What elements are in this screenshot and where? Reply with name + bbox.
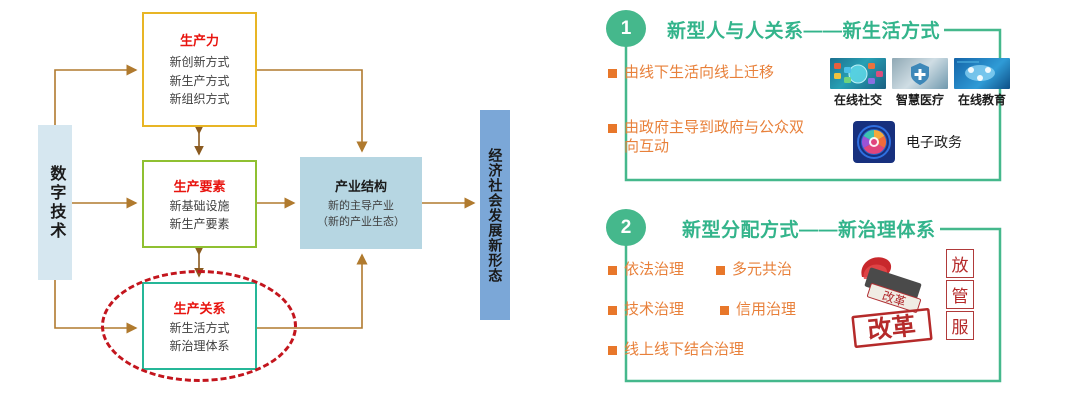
bullet-square-icon <box>608 306 617 315</box>
panel-1-bullet-1: 由线下生活向线上迁移 <box>608 64 823 83</box>
svg-text:改革: 改革 <box>866 311 917 345</box>
reform-chars-group: 放 管 服 <box>946 249 974 340</box>
bullet-square-icon <box>608 124 617 133</box>
bullet-square-icon <box>720 306 729 315</box>
node-production-factor: 生产要素 新基础设施 新生产要素 <box>142 160 257 248</box>
node-production-factor-title: 生产要素 <box>173 178 226 194</box>
panel-1-title: 新型人与人关系——新生活方式 <box>663 16 945 43</box>
panel-2-bullet-r1c1-text: 依法治理 <box>624 261 685 278</box>
e-government-icon <box>853 121 895 163</box>
e-government-item: 电子政务 <box>853 121 962 163</box>
panel-1-thumbnail-group: 在线社交 智慧医疗 <box>830 58 1010 108</box>
bullet-square-icon <box>716 266 725 275</box>
panel-2-bullet-r1c1: 依法治理 <box>608 261 684 280</box>
panel-1-bullet-2: 由政府主导到政府与公众双向互动 <box>608 119 808 157</box>
panel-2-bullet-r1c2-text: 多元共治 <box>732 261 793 278</box>
thumbnail-smart-medical: 智慧医疗 <box>892 58 948 108</box>
reform-stamp-icon: 改革 改革 <box>840 247 952 364</box>
thumbnail-smart-medical-caption: 智慧医疗 <box>895 93 944 107</box>
node-productive-force-line-3: 新组织方式 <box>169 92 230 107</box>
panel-1-bullet-2-text: 由政府主导到政府与公众双向互动 <box>624 119 805 155</box>
thumbnail-online-education-caption: 在线教育 <box>957 93 1006 107</box>
node-productive-force-line-1: 新创新方式 <box>169 55 230 70</box>
thumbnail-online-social-caption: 在线社交 <box>833 93 882 107</box>
node-industry-structure-title: 产业结构 <box>334 178 387 194</box>
reform-char-3: 服 <box>946 311 974 340</box>
panel-2-number-badge: 2 <box>606 209 646 246</box>
node-economic-social-outcome: 经济社会发展新形态 <box>480 110 510 320</box>
panel-2-number: 2 <box>620 216 632 238</box>
highlight-ellipse <box>101 270 297 382</box>
panel-1: 1 新型人与人关系——新生活方式 由线下生活向线上迁移 由政府主导到政府与公众双… <box>548 8 1018 186</box>
node-productive-force-title: 生产力 <box>179 33 219 49</box>
panel-2-title: 新型分配方式——新治理体系 <box>678 215 940 242</box>
e-government-caption: 电子政务 <box>906 134 962 150</box>
node-productive-force: 生产力 新创新方式 新生产方式 新组织方式 <box>142 12 257 127</box>
online-social-thumbnail-icon <box>830 58 886 89</box>
bullet-square-icon <box>608 266 617 275</box>
panel-1-bullet-1-text: 由线下生活向线上迁移 <box>624 64 775 81</box>
panel-2-bullet-r3c1: 线上线下结合治理 <box>608 341 744 360</box>
panel-1-number-badge: 1 <box>606 10 646 47</box>
node-economic-social-outcome-label: 经济社会发展新形态 <box>487 147 504 283</box>
thumbnail-online-social: 在线社交 <box>830 58 886 108</box>
panel-2-bullet-r2c2-text: 信用治理 <box>736 301 797 318</box>
node-industry-structure: 产业结构 新的主导产业 （新的产业生态） <box>300 157 422 249</box>
panel-1-number: 1 <box>620 17 632 39</box>
bullet-square-icon <box>608 346 617 355</box>
reform-char-2: 管 <box>946 280 974 309</box>
panel-2-bullet-r2c1-text: 技术治理 <box>624 301 685 318</box>
panel-2-bullet-r2c1: 技术治理 <box>608 301 684 320</box>
panel-2-bullet-r3c1-text: 线上线下结合治理 <box>624 341 745 358</box>
node-digital-technology: 数字技术 <box>38 125 72 280</box>
panel-2-bullet-r1c2: 多元共治 <box>716 261 792 280</box>
node-production-factor-line-2: 新生产要素 <box>169 216 230 231</box>
flow-diagram: 数字技术 生产力 新创新方式 新生产方式 新组织方式 生产要素 新基础设施 新生… <box>38 12 510 382</box>
smart-medical-thumbnail-icon <box>892 58 948 89</box>
panel-2: 2 新型分配方式——新治理体系 依法治理 多元共治 技术治理 信用治理 线上线下… <box>548 205 1018 391</box>
bullet-square-icon <box>608 69 617 78</box>
node-industry-structure-line-2: （新的产业生态） <box>317 216 405 228</box>
panel-2-bullet-r2c2: 信用治理 <box>720 301 796 320</box>
online-education-thumbnail-icon <box>954 58 1010 89</box>
node-production-factor-line-1: 新基础设施 <box>169 198 230 213</box>
thumbnail-online-education: 在线教育 <box>954 58 1010 108</box>
node-productive-force-line-2: 新生产方式 <box>169 73 230 88</box>
node-digital-technology-label: 数字技术 <box>47 164 65 241</box>
node-industry-structure-line-1: 新的主导产业 <box>328 199 394 212</box>
reform-char-1: 放 <box>946 249 974 278</box>
